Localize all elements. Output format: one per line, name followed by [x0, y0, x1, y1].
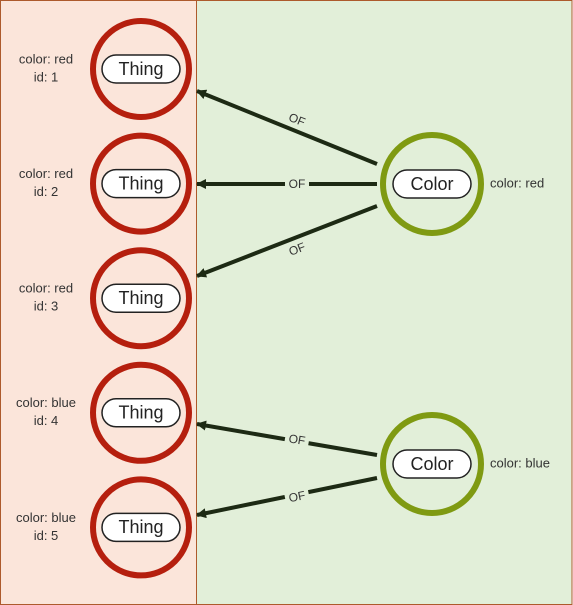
color-label: Color [410, 174, 453, 194]
edge-of-1: OF [196, 89, 378, 166]
edge-line [196, 204, 378, 278]
edge-label-bg [282, 237, 312, 261]
thing-prop-color: color: blue [16, 510, 76, 525]
thing-prop-id: id: 1 [34, 69, 59, 84]
edge-line [196, 89, 378, 166]
color-ring [380, 412, 484, 516]
thing-label: Thing [118, 517, 163, 537]
thing-prop-color: color: red [19, 281, 73, 296]
edge-label: OF [287, 240, 308, 259]
thing-prop-color: color: red [19, 51, 73, 66]
thing-prop-id: id: 3 [34, 299, 59, 314]
thing-label: Thing [118, 403, 163, 423]
color-node-2: Color color: blue [380, 412, 550, 516]
edge-label-bg [283, 486, 311, 507]
color-label: Color [410, 454, 453, 474]
thing-label-pill [101, 283, 181, 313]
thing-ring [90, 18, 192, 120]
edges-layer: OF OF OF OF OF [196, 89, 378, 519]
thing-label-pill [101, 512, 181, 543]
thing-label: Thing [118, 288, 163, 308]
thing-nodes: Thing color: red id: 1 Thing color: red id: 2… [16, 18, 192, 579]
edge-label: OF [289, 177, 306, 191]
edge-label: OF [288, 431, 307, 448]
thing-prop-color: color: red [19, 166, 73, 181]
color-prop: color: red [490, 175, 544, 190]
thing-label: Thing [118, 173, 163, 193]
color-label-pill [392, 449, 472, 479]
edge-label: OF [287, 110, 308, 129]
thing-label-pill [101, 54, 181, 84]
thing-label-pill [101, 398, 181, 428]
thing-node-1: Thing color: red id: 1 [19, 18, 192, 120]
thing-node-3: Thing color: red id: 3 [19, 247, 192, 350]
edge-of-3: OF [196, 204, 378, 278]
color-label-pill [392, 169, 472, 199]
thing-node-4: Thing color: blue id: 4 [16, 361, 192, 464]
edge-label: OF [287, 488, 306, 505]
thing-prop-id: id: 5 [34, 528, 59, 543]
thing-ring [90, 132, 192, 235]
thing-prop-id: id: 4 [34, 413, 59, 428]
color-prop: color: blue [490, 455, 550, 470]
edge-of-5: OF [196, 476, 378, 519]
thing-label: Thing [118, 59, 163, 79]
edge-label-bg [282, 107, 312, 132]
edge-label-bg [283, 429, 311, 450]
thing-ring [90, 476, 192, 579]
thing-label-pill [101, 168, 181, 199]
edge-of-2: OF [196, 176, 377, 192]
thing-node-2: Thing color: red id: 2 [19, 132, 192, 235]
thing-prop-color: color: blue [16, 395, 76, 410]
edge-of-4: OF [196, 420, 378, 457]
right-panel [196, 0, 573, 605]
color-ring [380, 132, 484, 236]
thing-prop-id: id: 2 [34, 184, 59, 199]
thing-ring [90, 247, 192, 350]
color-node-1: Color color: red [380, 132, 544, 236]
edge-label-bg [285, 176, 309, 192]
thing-node-5: Thing color: blue id: 5 [16, 476, 192, 579]
thing-ring [90, 361, 192, 464]
